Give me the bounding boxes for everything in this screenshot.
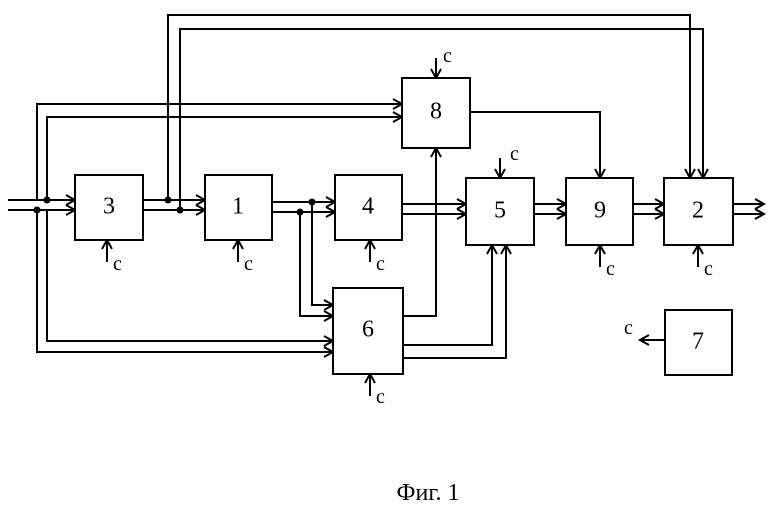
link-6-to-5-outer xyxy=(403,245,492,345)
block-8: 8 xyxy=(402,78,470,148)
clock-label-8: c xyxy=(443,45,452,67)
clock-label-1: c xyxy=(244,253,253,275)
junction-dot xyxy=(44,197,51,204)
junction-dot xyxy=(309,199,316,206)
link-6-to-8 xyxy=(403,148,436,316)
block-1-label: 1 xyxy=(232,194,244,220)
clock-label-5: c xyxy=(510,143,519,165)
block-6-label: 6 xyxy=(362,317,374,343)
link-6-to-5-inner xyxy=(403,245,506,358)
clock-label-3: c xyxy=(113,253,122,275)
link-1-to-6-inner xyxy=(312,202,333,305)
block-7-label: 7 xyxy=(692,329,704,355)
clock-label-9: c xyxy=(606,258,615,280)
block-4-label: 4 xyxy=(362,194,374,220)
block-9-label: 9 xyxy=(594,198,606,224)
block-5-label: 5 xyxy=(494,198,506,224)
block-9: 9 xyxy=(566,178,633,245)
block-3-label: 3 xyxy=(103,194,115,220)
block-5: 5 xyxy=(466,178,534,245)
clock-label-4: c xyxy=(376,253,385,275)
clock-label-6: c xyxy=(376,386,385,408)
junction-dot xyxy=(34,207,41,214)
block-7: 7 xyxy=(665,310,732,375)
junction-dot xyxy=(165,197,172,204)
block-2-label: 2 xyxy=(692,198,704,224)
block-2: 2 xyxy=(664,178,733,245)
clock-label-2: c xyxy=(704,258,713,280)
junction-dot xyxy=(177,207,184,214)
block-8-label: 8 xyxy=(430,99,442,125)
block-6: 6 xyxy=(333,288,403,374)
figure-caption: Фиг. 1 xyxy=(397,480,460,506)
link-1-to-6-outer xyxy=(300,212,333,316)
junction-dot xyxy=(297,209,304,216)
block-4: 4 xyxy=(335,175,402,240)
link-8-to-9 xyxy=(470,112,600,178)
clock-label-7: c xyxy=(624,317,633,339)
block-3: 3 xyxy=(75,175,143,240)
block-1: 1 xyxy=(205,175,272,240)
